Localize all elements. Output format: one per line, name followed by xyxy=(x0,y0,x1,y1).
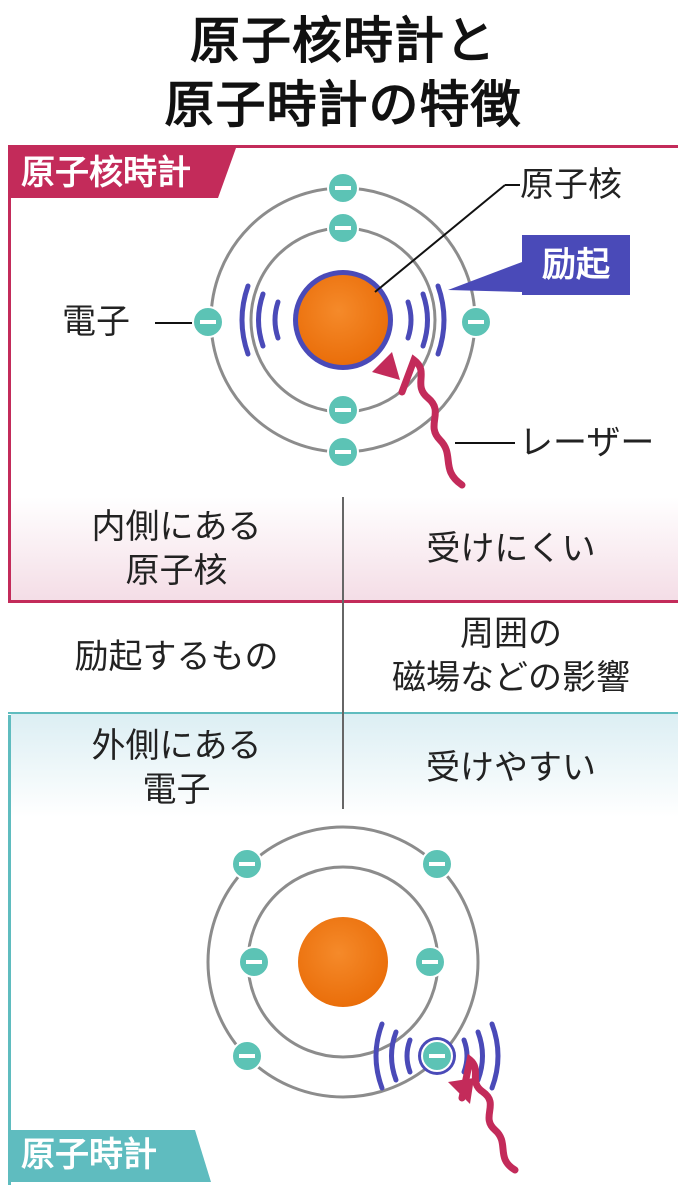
nuclear-clock-frame xyxy=(8,145,678,600)
row2-right: 周囲の 磁場などの影響 xyxy=(392,614,630,698)
atomic-clock-tag: 原子時計 xyxy=(11,1130,211,1182)
laser-label: レーザー xyxy=(519,423,655,463)
nucleus-leader xyxy=(374,184,506,293)
row3-left: 外側にある 電子 xyxy=(91,726,262,810)
title-line-2: 原子時計の特徴 xyxy=(164,76,522,134)
nuclear-clock-tag: 原子核時計 xyxy=(11,148,236,198)
excited-electron xyxy=(421,1040,453,1072)
electron xyxy=(327,172,359,204)
atomic-clock-frame xyxy=(8,715,678,1185)
column-divider xyxy=(342,497,344,809)
excite-callout-tail xyxy=(448,262,522,292)
outer-orbit xyxy=(206,825,480,1099)
title-line-1: 原子核時計と xyxy=(190,12,496,70)
vibration-waves xyxy=(239,283,447,357)
laser-arrowhead xyxy=(372,352,400,380)
nuclear-atom xyxy=(155,172,522,489)
electron-label: 電子 xyxy=(62,302,130,342)
electron xyxy=(460,306,492,338)
electron xyxy=(414,946,446,978)
electron xyxy=(327,436,359,468)
nucleus xyxy=(298,917,388,1007)
electron xyxy=(192,306,224,338)
electron xyxy=(231,848,263,880)
nucleus-label: 原子核 xyxy=(520,165,622,205)
atomic-atom xyxy=(206,825,519,1174)
electron xyxy=(231,1040,263,1072)
vibration-waves xyxy=(373,1021,501,1091)
row2-left: 励起するもの xyxy=(74,637,279,677)
row3-right: 受けやすい xyxy=(426,748,596,788)
nucleus xyxy=(298,275,388,365)
electron xyxy=(421,848,453,880)
electron xyxy=(238,946,270,978)
excite-callout: 励起 xyxy=(522,235,630,295)
laser-wave xyxy=(398,354,466,489)
nuclear-row-band xyxy=(11,497,678,601)
laser-wave xyxy=(458,1053,519,1174)
row1-right: 受けにくい xyxy=(426,529,596,569)
electron xyxy=(327,212,359,244)
laser-arrowhead xyxy=(448,1078,474,1104)
row1-left: 内側にある 原子核 xyxy=(91,507,262,591)
atomic-row-band xyxy=(11,712,678,817)
electron xyxy=(327,394,359,426)
